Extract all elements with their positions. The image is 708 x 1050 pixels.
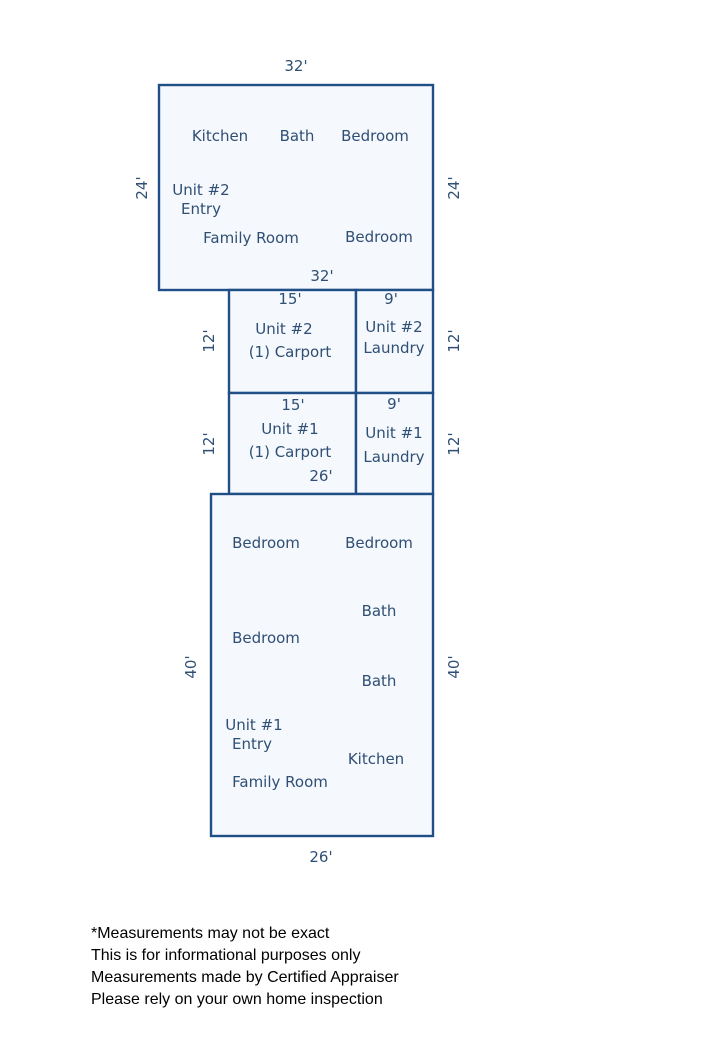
unit-1-bedroom-3-label: Bedroom <box>232 629 300 647</box>
dimension-lower-inner-top: 26' <box>309 467 332 485</box>
disclaimer-line: This is for informational purposes only <box>91 947 361 964</box>
unit-1-entry-label-line2: Entry <box>232 735 272 753</box>
unit-1-laundry-label-line2: Laundry <box>363 448 424 466</box>
dimension-upper-top: 32' <box>284 57 307 75</box>
unit-2-entry-label-line2: Entry <box>181 200 221 218</box>
unit-2-carport-label-line2: (1) Carport <box>249 343 332 361</box>
dimension-lower-right: 40' <box>445 655 463 678</box>
unit-2-bedroom-label: Bedroom <box>341 127 409 145</box>
unit-1-carport-label-line1: Unit #1 <box>261 420 318 438</box>
dimension-unit-2-right-height: 12' <box>445 329 463 352</box>
disclaimer-line: *Measurements may not be exact <box>91 925 330 942</box>
disclaimer-notes: *Measurements may not be exact This is f… <box>91 923 399 1011</box>
dimension-unit-1-laundry-width: 9' <box>387 395 401 413</box>
unit-1-bath-2-label: Bath <box>362 672 397 690</box>
dimension-lower-bottom: 26' <box>309 848 332 866</box>
unit-1-family-room-label: Family Room <box>232 773 328 791</box>
disclaimer-line: Measurements made by Certified Appraiser <box>91 969 399 986</box>
dimension-unit-1-right-height: 12' <box>445 432 463 455</box>
unit-2-laundry-label-line2: Laundry <box>363 339 424 357</box>
dimension-unit-2-laundry-width: 9' <box>384 290 398 308</box>
dimension-unit-2-carport-width: 15' <box>278 290 301 308</box>
unit-1-lower-section <box>209 492 435 838</box>
dimension-unit-2-left-height: 12' <box>200 329 218 352</box>
unit-1-carport-label-line2: (1) Carport <box>249 443 332 461</box>
unit-1-bedroom-2-label: Bedroom <box>345 534 413 552</box>
dimension-upper-right: 24' <box>445 176 463 199</box>
dimension-unit-1-carport-width: 15' <box>281 396 304 414</box>
unit-2-carport-label-line1: Unit #2 <box>255 320 312 338</box>
unit-2-family-room-label: Family Room <box>203 229 299 247</box>
unit-1-entry-label-line1: Unit #1 <box>225 716 282 734</box>
unit-1-bath-label: Bath <box>362 602 397 620</box>
unit-1-bedroom-label: Bedroom <box>232 534 300 552</box>
dimension-lower-left: 40' <box>182 655 200 678</box>
dimension-upper-left: 24' <box>133 176 151 199</box>
disclaimer-line: Please rely on your own home inspection <box>91 991 383 1008</box>
dimension-upper-inner-bottom: 32' <box>310 267 333 285</box>
unit-2-upper-section <box>157 83 435 292</box>
unit-2-kitchen-label: Kitchen <box>192 127 248 145</box>
unit-2-entry-label-line1: Unit #2 <box>172 181 229 199</box>
unit-1-laundry-label-line1: Unit #1 <box>365 424 422 442</box>
unit-2-laundry-label-line1: Unit #2 <box>365 318 422 336</box>
dimension-unit-1-left-height: 12' <box>200 432 218 455</box>
unit-2-carport <box>227 288 358 395</box>
unit-2-bath-label: Bath <box>280 127 315 145</box>
unit-2-bedroom-2-label: Bedroom <box>345 228 413 246</box>
unit-1-kitchen-label: Kitchen <box>348 750 404 768</box>
